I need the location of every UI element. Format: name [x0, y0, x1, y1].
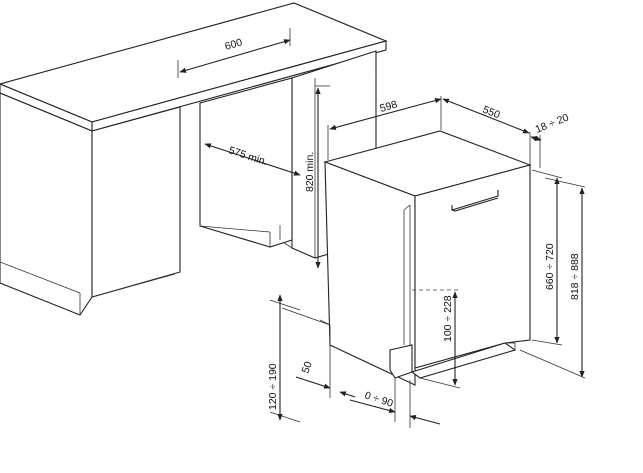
label-appliance-width: 598	[379, 98, 399, 114]
dishwasher	[319, 130, 532, 386]
dim-door-offset: 18 ÷ 20	[530, 112, 571, 168]
label-door-offset: 18 ÷ 20	[534, 112, 571, 136]
label-plinth-height: 120 ÷ 190	[267, 363, 279, 410]
label-foot-adjust: 100 ÷ 228	[442, 295, 454, 342]
left-cabinet	[0, 92, 181, 316]
label-plinth-clearance: 50	[300, 360, 315, 375]
dim-foot-adjust: 100 ÷ 228	[412, 289, 461, 389]
dim-appliance-height: 660 ÷ 720	[531, 169, 563, 346]
dim-appliance-width: 598	[327, 96, 442, 160]
dim-total-height: 818 ÷ 888	[519, 177, 586, 379]
label-recess-height: 820 min.	[304, 152, 316, 192]
dim-plinth-setback: 0 ÷ 90	[349, 378, 441, 428]
dim-recess-height: 820 min.	[304, 85, 330, 269]
recess-back-wall	[199, 77, 293, 248]
dim-plinth-height: 120 ÷ 190	[267, 294, 331, 423]
label-appliance-height: 660 ÷ 720	[544, 243, 556, 290]
dim-worktop-width: 600	[177, 28, 291, 78]
label-appliance-depth: 550	[481, 104, 502, 122]
door-handle	[451, 190, 499, 211]
label-plinth-setback: 0 ÷ 90	[363, 389, 395, 409]
dim-plinth-clearance: 50	[295, 345, 356, 398]
label-worktop-width: 600	[224, 36, 244, 52]
label-total-height: 818 ÷ 888	[569, 253, 581, 300]
